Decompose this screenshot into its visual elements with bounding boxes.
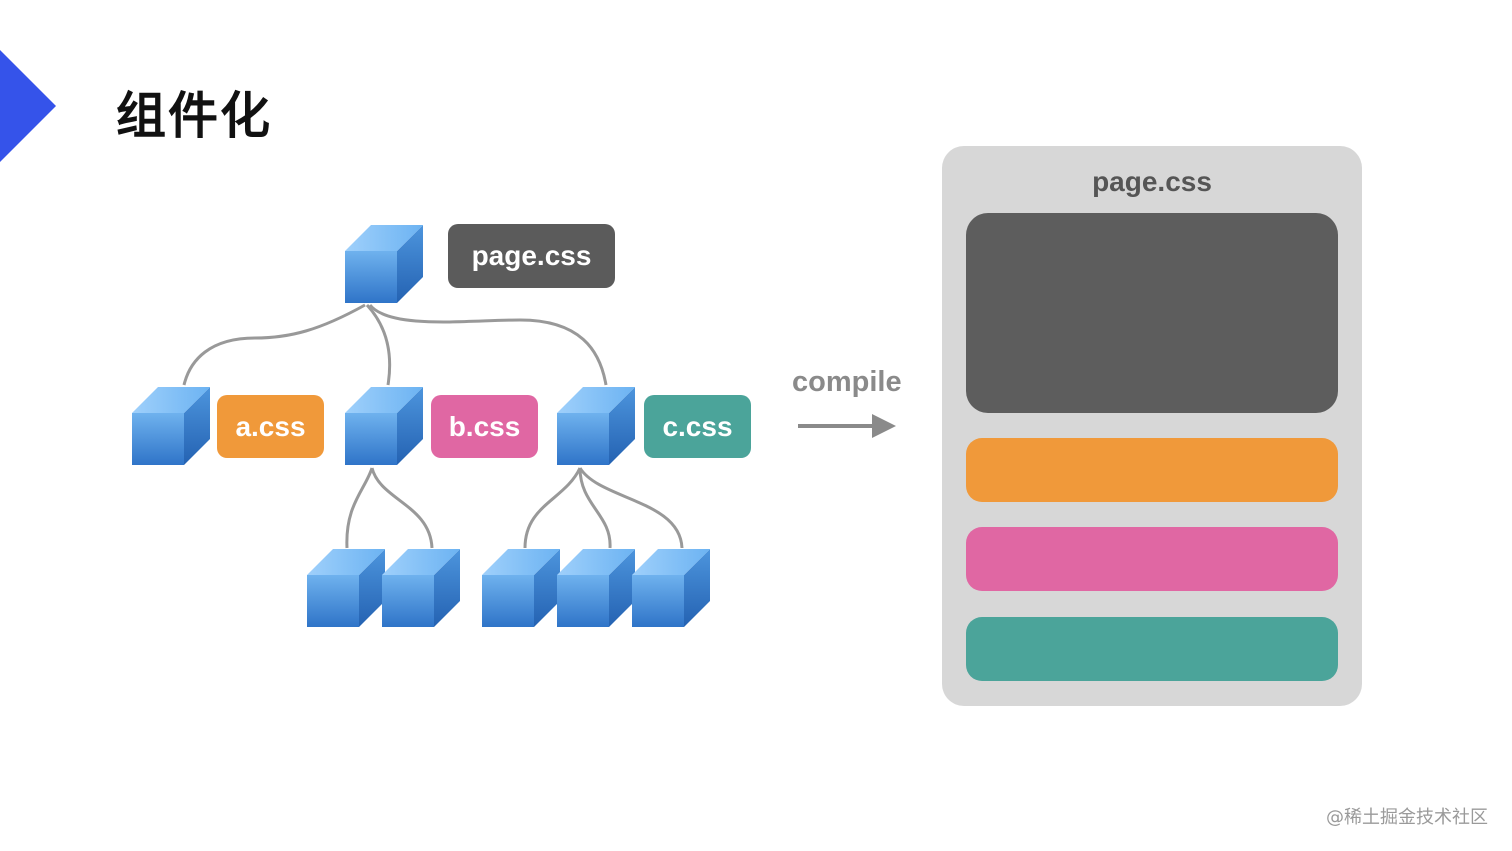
edge-root-c — [368, 303, 608, 386]
cube-icon — [482, 549, 560, 627]
tree-edges — [182, 303, 684, 549]
arrow-right-icon — [798, 414, 896, 438]
output-block-c — [966, 617, 1338, 681]
cube-icon — [382, 549, 460, 627]
output-block-b — [966, 527, 1338, 591]
label-c-css: c.css — [644, 395, 751, 458]
label-a-css: a.css — [217, 395, 324, 458]
cube-icon — [557, 549, 635, 627]
slide-title: 组件化 — [116, 87, 272, 145]
watermark: @稀土掘金技术社区 — [1326, 807, 1488, 828]
edge-c-leaf2 — [578, 467, 612, 549]
edge-b-leaf2 — [370, 467, 434, 549]
cube-icon — [345, 225, 423, 303]
edge-b-leaf1 — [345, 467, 374, 549]
corner-accent-triangle — [0, 50, 56, 162]
cube-icon — [132, 387, 210, 465]
edge-c-leaf3 — [578, 467, 684, 549]
cube-icon — [557, 387, 635, 465]
label-b-css: b.css — [431, 395, 538, 458]
cube-icon — [632, 549, 710, 627]
edge-root-b — [365, 303, 392, 386]
cube-icon — [307, 549, 385, 627]
label-page-css: page.css — [448, 224, 615, 288]
cube-icon — [345, 387, 423, 465]
compiled-output-panel: page.css — [942, 146, 1362, 706]
output-title: page.css — [1092, 166, 1212, 197]
output-block-page — [966, 213, 1338, 413]
compile-label: compile — [792, 366, 902, 398]
edge-root-a — [182, 303, 366, 386]
output-block-a — [966, 438, 1338, 502]
edge-c-leaf1 — [523, 467, 582, 549]
